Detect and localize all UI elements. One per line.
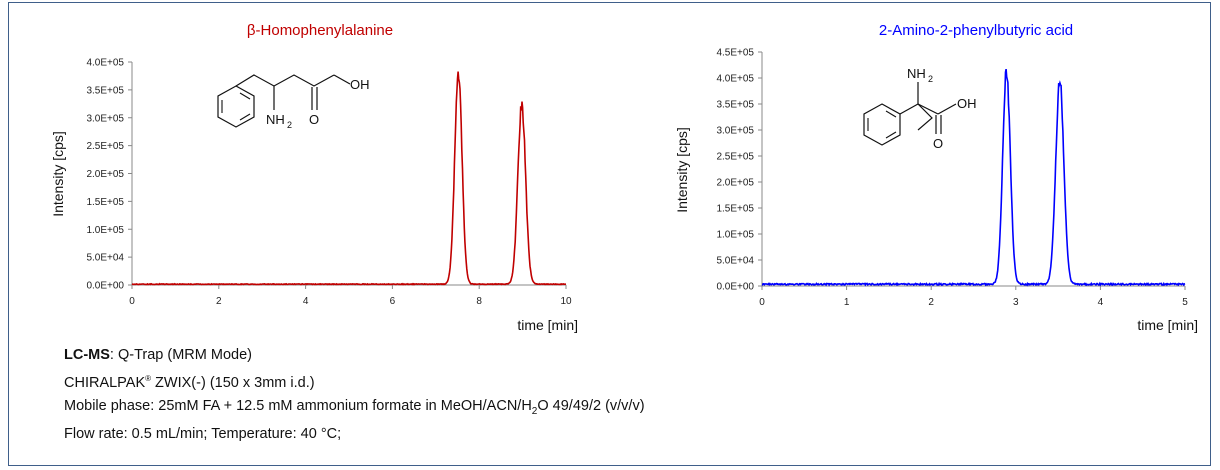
- amine-subscript: 2: [928, 74, 933, 84]
- x-axis-label: time [min]: [1137, 317, 1198, 333]
- registered-mark: ®: [145, 374, 152, 383]
- hydroxyl-label: OH: [957, 96, 977, 111]
- y-tick-label: 1.5E+05: [86, 197, 124, 208]
- column-rest: ZWIX(-) (150 x 3mm i.d.): [151, 374, 315, 391]
- amine-label: NH: [266, 112, 285, 127]
- chart-title: β-Homophenylalanine: [247, 22, 393, 39]
- y-tick-label: 0.0E+00: [716, 282, 754, 293]
- flow-temperature-line: Flow rate: 0.5 mL/min; Temperature: 40 °…: [64, 425, 342, 442]
- x-tick-label: 0: [759, 297, 765, 308]
- y-tick-label: 2.0E+05: [716, 178, 754, 189]
- x-tick-label: 3: [1013, 297, 1019, 308]
- mobile-phase-a: Mobile phase: 25mM FA + 12.5 mM ammonium…: [64, 397, 532, 414]
- chart-beta-homophenylalanine: β-Homophenylalanine 0.0E+00 5.0E+04 1.0E+0…: [50, 22, 578, 333]
- x-tick-label: 2: [216, 296, 222, 307]
- x-tick-labels: 0 2 4 6 8 10: [129, 285, 572, 307]
- y-tick-label: 3.5E+05: [716, 100, 754, 111]
- x-tick-label: 6: [390, 296, 396, 307]
- y-tick-labels: 0.0E+00 5.0E+04 1.0E+05 1.5E+05 2.0E+05 2.5E+…: [716, 48, 762, 293]
- oxygen-label: O: [933, 136, 943, 151]
- oxygen-label: O: [309, 112, 319, 127]
- y-tick-labels: 0.0E+00 5.0E+04 1.0E+05 1.5E+05 2.0E+05 2.5E+…: [86, 58, 132, 292]
- x-tick-label: 10: [560, 296, 572, 307]
- y-axis-label: Intensity [cps]: [50, 131, 66, 217]
- hydroxyl-label: OH: [350, 77, 370, 92]
- y-tick-label: 2.0E+05: [86, 169, 124, 180]
- amine-label: NH: [907, 66, 926, 81]
- chart-title: 2-Amino-2-phenylbutyric acid: [879, 22, 1073, 39]
- y-tick-label: 3.0E+05: [86, 113, 124, 124]
- y-tick-label: 2.5E+05: [716, 152, 754, 163]
- amine-subscript: 2: [287, 120, 292, 130]
- x-tick-label: 4: [1098, 297, 1104, 308]
- y-tick-label: 3.0E+05: [716, 126, 754, 137]
- lcms-line: LC-MS: Q-Trap (MRM Mode): [64, 344, 645, 367]
- figure-frame: [8, 2, 1211, 466]
- mobile-phase-line: Mobile phase: 25mM FA + 12.5 mM ammonium…: [64, 395, 645, 423]
- y-tick-label: 1.5E+05: [716, 204, 754, 215]
- molecule-structure-right: OH O NH 2: [863, 66, 977, 151]
- y-tick-label: 4.0E+05: [86, 58, 124, 69]
- x-tick-label: 8: [476, 296, 482, 307]
- y-tick-label: 3.5E+05: [86, 85, 124, 96]
- chart-2-amino-2-phenylbutyric-acid: 2-Amino-2-phenylbutyric acid 0.0E+00 5.0E…: [674, 22, 1198, 333]
- y-tick-label: 1.0E+05: [716, 230, 754, 241]
- y-tick-label: 4.0E+05: [716, 74, 754, 85]
- x-axis-label: time [min]: [517, 317, 578, 333]
- mobile-phase-subscript: 2: [531, 405, 538, 417]
- ethyl-chain: [917, 103, 933, 131]
- x-tick-label: 5: [1182, 297, 1188, 308]
- y-tick-label: 1.0E+05: [86, 225, 124, 236]
- y-tick-label: 5.0E+04: [716, 256, 754, 267]
- lcms-text: : Q-Trap (MRM Mode): [109, 347, 252, 363]
- column-line: CHIRALPAK® ZWIX(-) (150 x 3mm i.d.): [64, 367, 645, 395]
- y-tick-label: 4.5E+05: [716, 48, 754, 59]
- series-line: [131, 71, 567, 286]
- x-tick-label: 2: [928, 297, 934, 308]
- y-tick-label: 0.0E+00: [86, 281, 124, 292]
- y-tick-label: 2.5E+05: [86, 141, 124, 152]
- x-tick-label: 1: [844, 297, 850, 308]
- lcms-label: LC-MS: [64, 347, 110, 363]
- carbon-chain: [235, 74, 335, 87]
- benzene-ring: [863, 103, 901, 146]
- mobile-phase-b: O 49/49/2 (v/v/v): [537, 397, 645, 414]
- x-tick-label: 0: [129, 296, 135, 307]
- y-axis-label: Intensity [cps]: [674, 127, 690, 213]
- benzene-ring: [217, 85, 255, 128]
- series-line: [761, 68, 1186, 287]
- x-tick-labels: 0 1 2 3 4 5: [759, 286, 1188, 308]
- column-name: CHIRALPAK: [64, 374, 146, 391]
- x-tick-label: 4: [303, 296, 309, 307]
- method-conditions: LC-MS: Q-Trap (MRM Mode) CHIRALPAK® ZWIX…: [64, 344, 645, 446]
- y-tick-label: 5.0E+04: [86, 253, 124, 264]
- molecule-structure-left: OH O NH 2: [217, 74, 370, 130]
